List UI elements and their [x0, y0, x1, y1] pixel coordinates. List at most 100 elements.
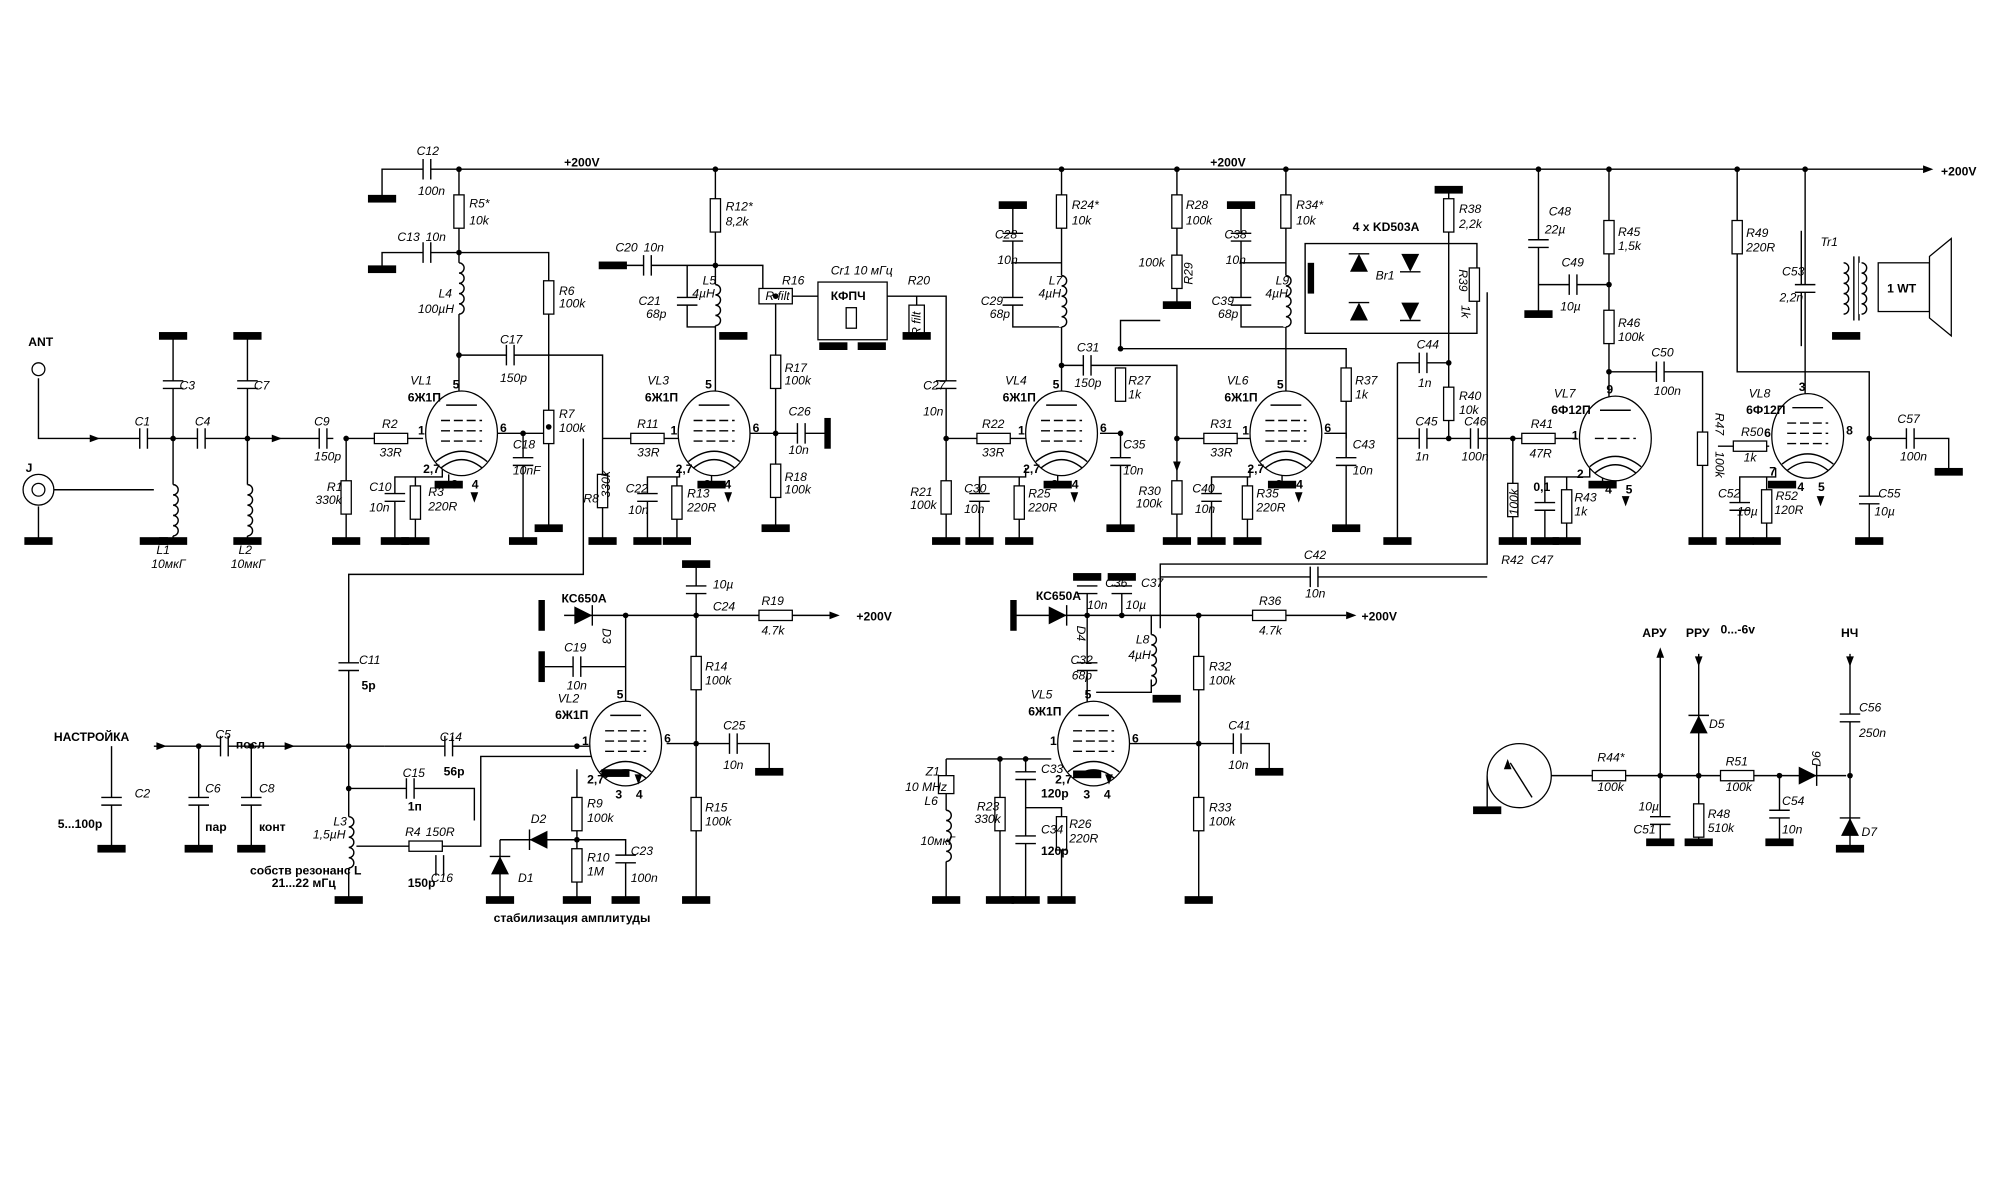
- ref-d1: D1: [518, 871, 534, 885]
- cap-plates: [188, 796, 209, 806]
- ground-icon: [1434, 185, 1463, 194]
- junction-dot: [1695, 772, 1702, 779]
- value-r7: 100k: [559, 421, 586, 435]
- ref-r6: R6: [559, 284, 575, 298]
- value-cr1: 10 мГц: [854, 263, 893, 277]
- capacitor: [1334, 456, 1358, 467]
- components: [22, 157, 1963, 904]
- cap-plates: [162, 380, 184, 390]
- ground-icon: [1162, 537, 1192, 545]
- pin-number: 9: [1606, 383, 1613, 397]
- resistor: [1521, 432, 1556, 445]
- wire: [1012, 205, 1062, 328]
- value-c12: 100n: [418, 184, 445, 198]
- tube-ref: VL1: [410, 374, 432, 388]
- ground-icon: [1152, 694, 1181, 703]
- capacitor: [1229, 232, 1253, 242]
- capacitor: [383, 492, 407, 502]
- arrow-icon: [829, 611, 840, 620]
- coil-gap: [1283, 275, 1294, 327]
- junction-dot: [1283, 166, 1289, 173]
- capacitor: [1857, 495, 1881, 505]
- resistor: [769, 463, 782, 499]
- value-l7: 4µH: [1038, 286, 1061, 300]
- ground-icon: [1184, 896, 1213, 904]
- capacitor: [1309, 565, 1319, 589]
- resistor: [373, 432, 409, 445]
- junction-dot: [574, 836, 580, 843]
- value-r17: 100k: [785, 374, 812, 388]
- cap-gap: [100, 797, 124, 806]
- wires: [37, 168, 1950, 898]
- resistor: [671, 485, 683, 520]
- cap-gap: [1656, 360, 1665, 384]
- ref-r11: R11: [637, 417, 658, 431]
- ground-icon: [562, 896, 592, 904]
- cap-plates: [637, 492, 658, 502]
- junction-dot: [1510, 435, 1516, 442]
- junction-dot: [1606, 281, 1612, 288]
- resistor: [1114, 367, 1127, 402]
- value-c53: 2,2n: [1778, 290, 1803, 304]
- value-r3: 220R: [427, 499, 457, 513]
- value-c29: 68p: [990, 307, 1011, 321]
- resistor: [1055, 194, 1068, 229]
- ground-icon: [1011, 896, 1040, 904]
- capacitor: [196, 426, 206, 450]
- ground-icon: [598, 261, 627, 270]
- ref-r26: R26: [1069, 817, 1092, 831]
- value-d3: КС650А: [562, 592, 607, 606]
- value-l5: 4µH: [692, 286, 715, 300]
- ground-icon: [588, 537, 617, 545]
- wire: [1324, 432, 1347, 526]
- cap-gap: [1838, 714, 1862, 722]
- ref-r19: R19: [762, 594, 785, 608]
- ref-r21: R21: [910, 485, 932, 499]
- ref-c27: C27: [923, 379, 947, 393]
- ground-icon: [1934, 467, 1963, 476]
- note-mgc: РРУ: [1686, 626, 1710, 640]
- tube-type: 6Ж1П: [645, 390, 678, 404]
- cap-gap: [1767, 810, 1792, 818]
- junction-dot: [693, 612, 699, 619]
- ref-r12: R12*: [726, 199, 754, 213]
- pin-number: 4: [1296, 477, 1303, 491]
- value-c15: 1п: [408, 799, 422, 813]
- cap-plates: [422, 158, 432, 180]
- cap-gap: [1200, 493, 1224, 502]
- tube-ref: VL6: [1227, 374, 1249, 388]
- pin-number: 1: [582, 734, 589, 748]
- ref-c26: C26: [788, 404, 811, 418]
- note-af: НЧ: [1841, 626, 1858, 640]
- cap-gap: [383, 493, 407, 502]
- diode-icon: [528, 829, 548, 851]
- junction-dot: [456, 249, 462, 256]
- value-l6: 10мкГ: [921, 834, 957, 848]
- ref-c29: C29: [981, 294, 1004, 308]
- value-c31: 150p: [1074, 376, 1101, 390]
- cap-gap: [423, 157, 431, 181]
- inductor-icon: [712, 283, 724, 327]
- coil-gap: [943, 810, 954, 862]
- arrow-icon: [1656, 647, 1665, 658]
- pin-number: 2,7: [1023, 462, 1040, 476]
- note-agc: АРУ: [1642, 626, 1667, 640]
- junction-dot: [712, 262, 719, 269]
- ref-r30: R30: [1138, 484, 1161, 498]
- cap-gap: [729, 732, 738, 756]
- value-c17: 150p: [500, 371, 527, 385]
- inductor-icon: [456, 262, 467, 315]
- value-l3: 1,5µH: [313, 827, 346, 841]
- value-c44: 1n: [1418, 376, 1432, 390]
- ref-d2: D2: [531, 812, 547, 826]
- diode-body: [1841, 817, 1859, 836]
- cap-gap: [1110, 585, 1134, 594]
- coil-gap: [1858, 262, 1870, 315]
- ref-c4: C4: [195, 415, 211, 429]
- ref-c39: C39: [1212, 294, 1235, 308]
- capacitor: [1905, 426, 1915, 450]
- ref-c56: C56: [1859, 701, 1882, 715]
- cap-gap: [1014, 835, 1038, 844]
- value-r10: 1M: [587, 865, 605, 879]
- value-c22: 10n: [628, 503, 649, 517]
